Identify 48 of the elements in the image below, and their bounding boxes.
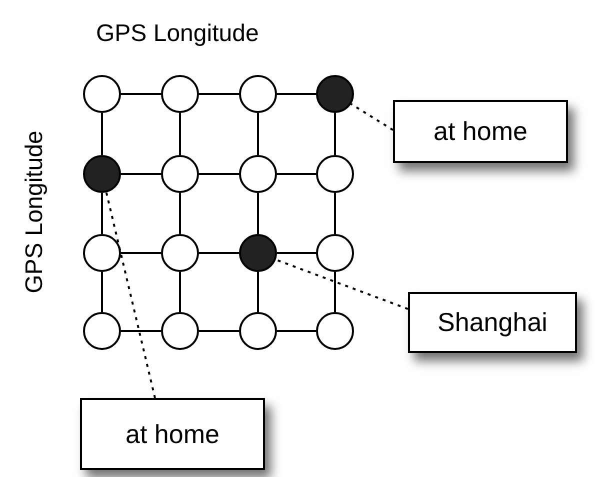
- grid-line: [179, 193, 181, 234]
- empty-circle: [239, 312, 277, 350]
- empty-circle: [83, 312, 121, 350]
- empty-circle: [161, 312, 199, 350]
- grid-line: [257, 193, 259, 234]
- empty-circle: [316, 234, 354, 272]
- label-box: at home: [80, 398, 265, 470]
- empty-circle: [161, 75, 199, 113]
- leader-line: [275, 258, 408, 310]
- grid-line: [199, 173, 239, 175]
- empty-circle: [83, 234, 121, 272]
- label-box: Shanghai: [408, 292, 577, 353]
- filled-circle: [316, 75, 354, 113]
- grid-line: [334, 113, 336, 155]
- grid-line: [257, 272, 259, 312]
- grid-line: [199, 330, 239, 332]
- grid-line: [334, 272, 336, 312]
- grid-line: [277, 93, 316, 95]
- grid-line: [277, 173, 316, 175]
- empty-circle: [161, 234, 199, 272]
- grid-line: [179, 272, 181, 312]
- grid-line: [121, 252, 161, 254]
- grid-line: [121, 93, 161, 95]
- leader-line: [105, 192, 156, 398]
- grid-line: [101, 113, 103, 155]
- grid-line: [121, 330, 161, 332]
- empty-circle: [316, 155, 354, 193]
- empty-circle: [239, 75, 277, 113]
- grid-line: [257, 113, 259, 155]
- empty-circle: [161, 155, 199, 193]
- grid-line: [121, 173, 161, 175]
- grid-line: [199, 93, 239, 95]
- grid-line: [199, 252, 239, 254]
- grid-line: [101, 193, 103, 234]
- empty-circle: [83, 75, 121, 113]
- title: GPS Longitude: [96, 20, 259, 48]
- leader-line: [350, 103, 394, 131]
- grid-line: [277, 330, 316, 332]
- empty-circle: [316, 312, 354, 350]
- empty-circle: [239, 155, 277, 193]
- grid-line: [179, 113, 181, 155]
- label-box: at home: [393, 100, 568, 163]
- grid-line: [277, 252, 316, 254]
- filled-circle: [239, 234, 277, 272]
- axis-label: GPS Longitude: [21, 130, 49, 294]
- filled-circle: [83, 155, 121, 193]
- grid-line: [334, 193, 336, 234]
- grid-line: [101, 272, 103, 312]
